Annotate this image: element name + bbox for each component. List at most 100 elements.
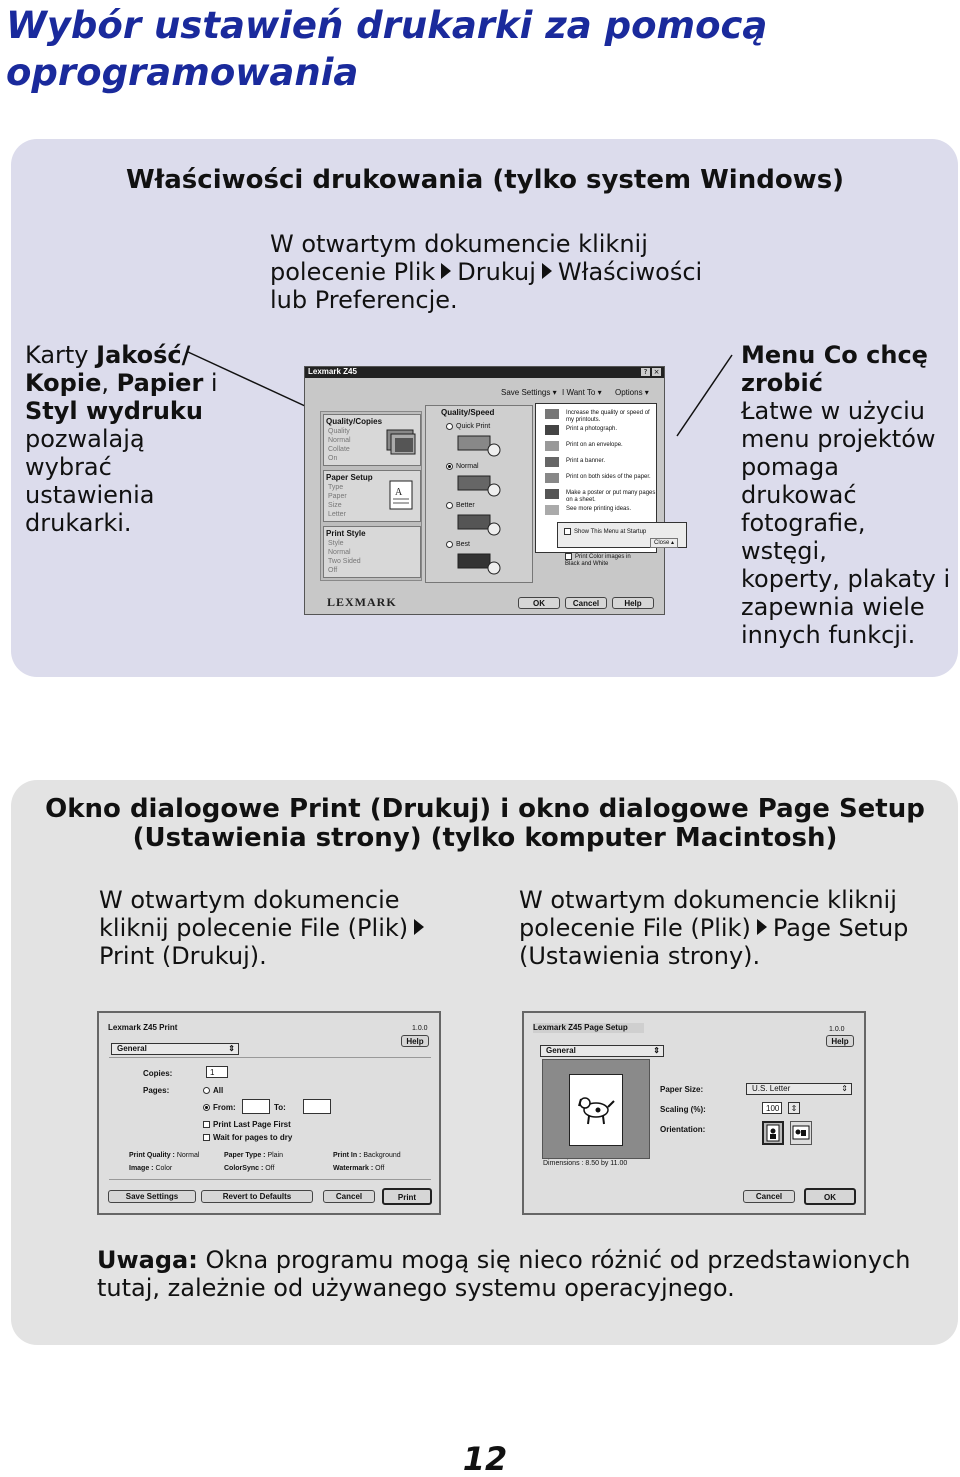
- radio-label: All: [213, 1086, 224, 1095]
- version-label: 1.0.0: [412, 1025, 428, 1032]
- quality-sample-icons: [457, 435, 501, 575]
- want-to-item[interactable]: Print a photograph.: [566, 426, 618, 432]
- scaling-input[interactable]: 100: [762, 1102, 782, 1114]
- windows-instruction-line3: lub Preferencje.: [270, 286, 458, 314]
- button-label: Close: [654, 540, 670, 546]
- tab-item: Quality: [328, 428, 350, 435]
- tab-item: Normal: [328, 549, 351, 556]
- quality-quick-print[interactable]: Quick Print: [446, 422, 490, 432]
- print-color-bw-checkbox[interactable]: Print Color images in Black and White: [565, 553, 635, 568]
- paper-preview: [569, 1074, 623, 1146]
- want-to-item[interactable]: Increase the quality or speed of my prin…: [566, 410, 650, 423]
- summary-key: ColorSync :: [224, 1165, 264, 1172]
- mac-left-instruction: W otwartym dokumencie kliknij polecenie …: [99, 886, 499, 970]
- callout-bold: Jakość/: [96, 341, 191, 369]
- want-to-item[interactable]: Print a banner.: [566, 458, 606, 464]
- scaling-stepper[interactable]: ⇕: [788, 1102, 800, 1114]
- popup-arrows-icon: ⇕: [653, 1046, 660, 1055]
- ok-button[interactable]: OK: [518, 597, 560, 609]
- callout-text: zapewnia wiele: [741, 593, 925, 621]
- popup-arrows-icon: ⇕: [228, 1044, 235, 1053]
- callout-text: ustawienia: [25, 481, 155, 509]
- tab-items: Type Paper Size Letter: [328, 483, 347, 519]
- title-text: Z45 Page Setup: [568, 1023, 628, 1032]
- arrow-right-icon: [414, 919, 425, 935]
- menu-options[interactable]: Options ▾: [615, 388, 649, 397]
- revert-defaults-button[interactable]: Revert to Defaults: [201, 1190, 313, 1203]
- instruction-line: W otwartym dokumencie kliknij: [519, 886, 897, 914]
- divider: [109, 1179, 431, 1180]
- summary-key: Image :: [129, 1165, 154, 1172]
- want-to-item[interactable]: Make a poster or put many pages on a she…: [566, 490, 656, 503]
- mac-page-setup-dialog: Lexmark Z45 Page Setup 1.0.0 Help Genera…: [522, 1011, 866, 1215]
- print-last-first-checkbox[interactable]: Print Last Page First: [203, 1120, 291, 1130]
- title-brand: Lexmark: [533, 1023, 566, 1032]
- from-input[interactable]: [242, 1099, 270, 1114]
- want-to-icons: [545, 409, 559, 515]
- summary-value: Normal: [174, 1152, 200, 1159]
- windows-print-properties-dialog: Lexmark Z45 ? × Save Settings ▾ I Want T…: [304, 366, 687, 615]
- summary-key: Paper Type :: [224, 1152, 266, 1159]
- ok-button[interactable]: OK: [804, 1188, 856, 1205]
- instruction-line: kliknij polecenie File (Plik): [99, 914, 409, 942]
- close-menu-button[interactable]: Close ▴: [650, 538, 679, 548]
- page-setup-title: Lexmark Z45 Page Setup: [533, 1023, 644, 1033]
- callout-text: koperty, plakaty i: [741, 565, 951, 593]
- instruction-line: (Ustawienia strony).: [519, 942, 761, 970]
- checkbox-label: Wait for pages to dry: [213, 1133, 293, 1142]
- portrait-orientation-button[interactable]: [762, 1121, 784, 1145]
- help-button[interactable]: Help: [612, 597, 654, 609]
- help-button[interactable]: Help: [401, 1035, 429, 1047]
- general-popup[interactable]: General ⇕: [540, 1045, 664, 1057]
- dimensions-label: Dimensions : 8.50 by 11.00: [543, 1160, 628, 1167]
- show-startup-checkbox[interactable]: Show This Menu at Startup: [564, 527, 646, 537]
- pages-all-radio[interactable]: All: [203, 1086, 223, 1096]
- tab-items: Style Normal Two Sided Off: [328, 539, 361, 575]
- tab-quality-copies[interactable]: Quality/Copies Quality Normal Collate On: [323, 414, 421, 466]
- pages-from-radio[interactable]: From:: [203, 1103, 236, 1113]
- group-title: Quality/Speed: [441, 408, 495, 417]
- option-label: Best: [456, 541, 471, 548]
- print-button[interactable]: Print: [382, 1188, 432, 1205]
- copies-input[interactable]: 1: [206, 1066, 228, 1078]
- summary-watermark: Watermark : Off: [333, 1164, 384, 1174]
- tab-paper-setup[interactable]: Paper Setup Type Paper Size Letter A: [323, 470, 421, 522]
- callout-bold: Kopie: [25, 369, 102, 397]
- instruction-part: polecenie File (Plik): [519, 914, 751, 942]
- quality-best[interactable]: Best: [446, 540, 470, 550]
- general-popup[interactable]: General ⇕: [111, 1043, 239, 1055]
- cancel-button[interactable]: Cancel: [323, 1190, 375, 1203]
- to-input[interactable]: [303, 1099, 331, 1114]
- windows-instruction: W otwartym dokumencie kliknij polecenie …: [270, 230, 750, 314]
- quality-normal[interactable]: Normal: [446, 462, 479, 472]
- cancel-button[interactable]: Cancel: [565, 597, 607, 609]
- menu-i-want-to[interactable]: I Want To ▾: [562, 388, 602, 397]
- dialog-title-bar: Lexmark Z45 ? ×: [305, 367, 664, 378]
- popup-label: General: [117, 1044, 147, 1053]
- summary-image: Image : Color: [129, 1164, 172, 1174]
- want-to-item[interactable]: Print on an envelope.: [566, 442, 623, 448]
- quality-better[interactable]: Better: [446, 501, 475, 511]
- close-icon[interactable]: ×: [652, 368, 661, 376]
- portrait-icon: [766, 1124, 780, 1142]
- menu-save-settings[interactable]: Save Settings ▾: [501, 388, 557, 397]
- save-settings-button[interactable]: Save Settings: [108, 1190, 196, 1203]
- want-to-item[interactable]: See more printing ideas.: [566, 506, 632, 512]
- paper-size-popup[interactable]: U.S. Letter⇕: [746, 1083, 852, 1095]
- want-to-item[interactable]: Print on both sides of the paper.: [566, 474, 651, 480]
- callout-bold: Styl wydruku: [25, 397, 203, 425]
- help-button[interactable]: Help: [826, 1035, 854, 1047]
- tab-print-style[interactable]: Print Style Style Normal Two Sided Off: [323, 526, 421, 578]
- callout-text: ,: [101, 369, 117, 397]
- callout-text: i: [203, 369, 218, 397]
- summary-value: Color: [153, 1165, 173, 1172]
- landscape-orientation-button[interactable]: [790, 1121, 812, 1145]
- callout-text: fotografie, wstęgi,: [741, 509, 866, 565]
- cancel-button[interactable]: Cancel: [743, 1190, 795, 1203]
- tab-item: Paper: [328, 493, 347, 500]
- popup-label: General: [546, 1046, 576, 1055]
- callout-bold: Papier: [116, 369, 204, 397]
- wait-pages-dry-checkbox[interactable]: Wait for pages to dry: [203, 1133, 292, 1143]
- help-icon[interactable]: ?: [641, 368, 650, 376]
